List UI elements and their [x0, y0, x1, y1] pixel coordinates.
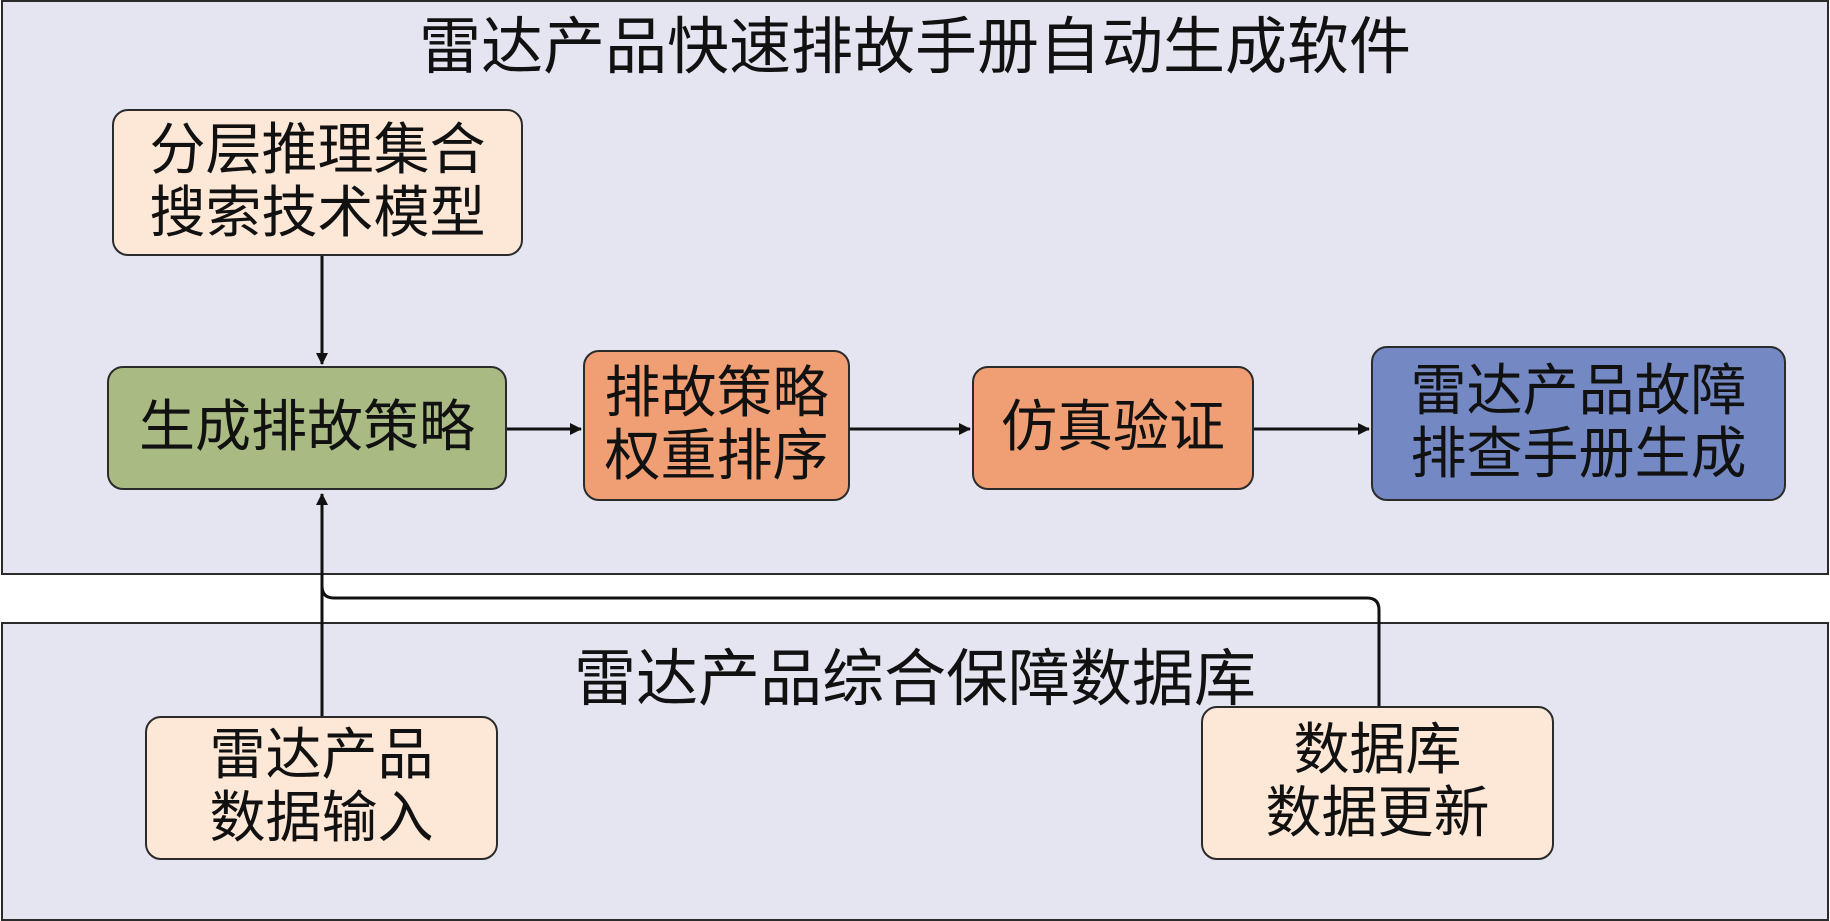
node-simulation: 仿真验证 — [972, 366, 1254, 490]
software-panel-title: 雷达产品快速排故手册自动生成软件 — [418, 10, 1411, 83]
node-weight-sort: 排故策略 权重排序 — [583, 350, 850, 501]
node-data-input-line-1: 雷达产品 — [209, 723, 434, 789]
node-generate-strategy: 生成排故策略 — [107, 366, 507, 490]
node-manual-output: 雷达产品故障 排查手册生成 — [1371, 346, 1786, 501]
database-panel-title: 雷达产品综合保障数据库 — [573, 642, 1256, 715]
node-db-update: 数据库 数据更新 — [1201, 706, 1554, 860]
node-data-input: 雷达产品 数据输入 — [145, 716, 498, 860]
node-manual-output-line-2: 排查手册生成 — [1410, 421, 1747, 487]
node-data-input-line-2: 数据输入 — [209, 786, 434, 851]
node-manual-output-line-1: 雷达产品故障 — [1410, 358, 1747, 424]
node-simulation-line-1: 仿真验证 — [1001, 394, 1225, 460]
node-search-model-line-2: 搜索技术模型 — [149, 180, 486, 246]
node-weight-sort-line-2: 权重排序 — [604, 423, 829, 489]
node-db-update-line-1: 数据库 — [1293, 718, 1462, 784]
node-weight-sort-line-1: 排故策略 — [604, 360, 829, 426]
node-db-update-line-2: 数据更新 — [1265, 781, 1490, 846]
node-search-model-line-1: 分层推理集合 — [149, 117, 486, 183]
node-search-model: 分层推理集合 搜索技术模型 — [112, 109, 523, 256]
node-generate-strategy-line-1: 生成排故策略 — [139, 394, 475, 460]
